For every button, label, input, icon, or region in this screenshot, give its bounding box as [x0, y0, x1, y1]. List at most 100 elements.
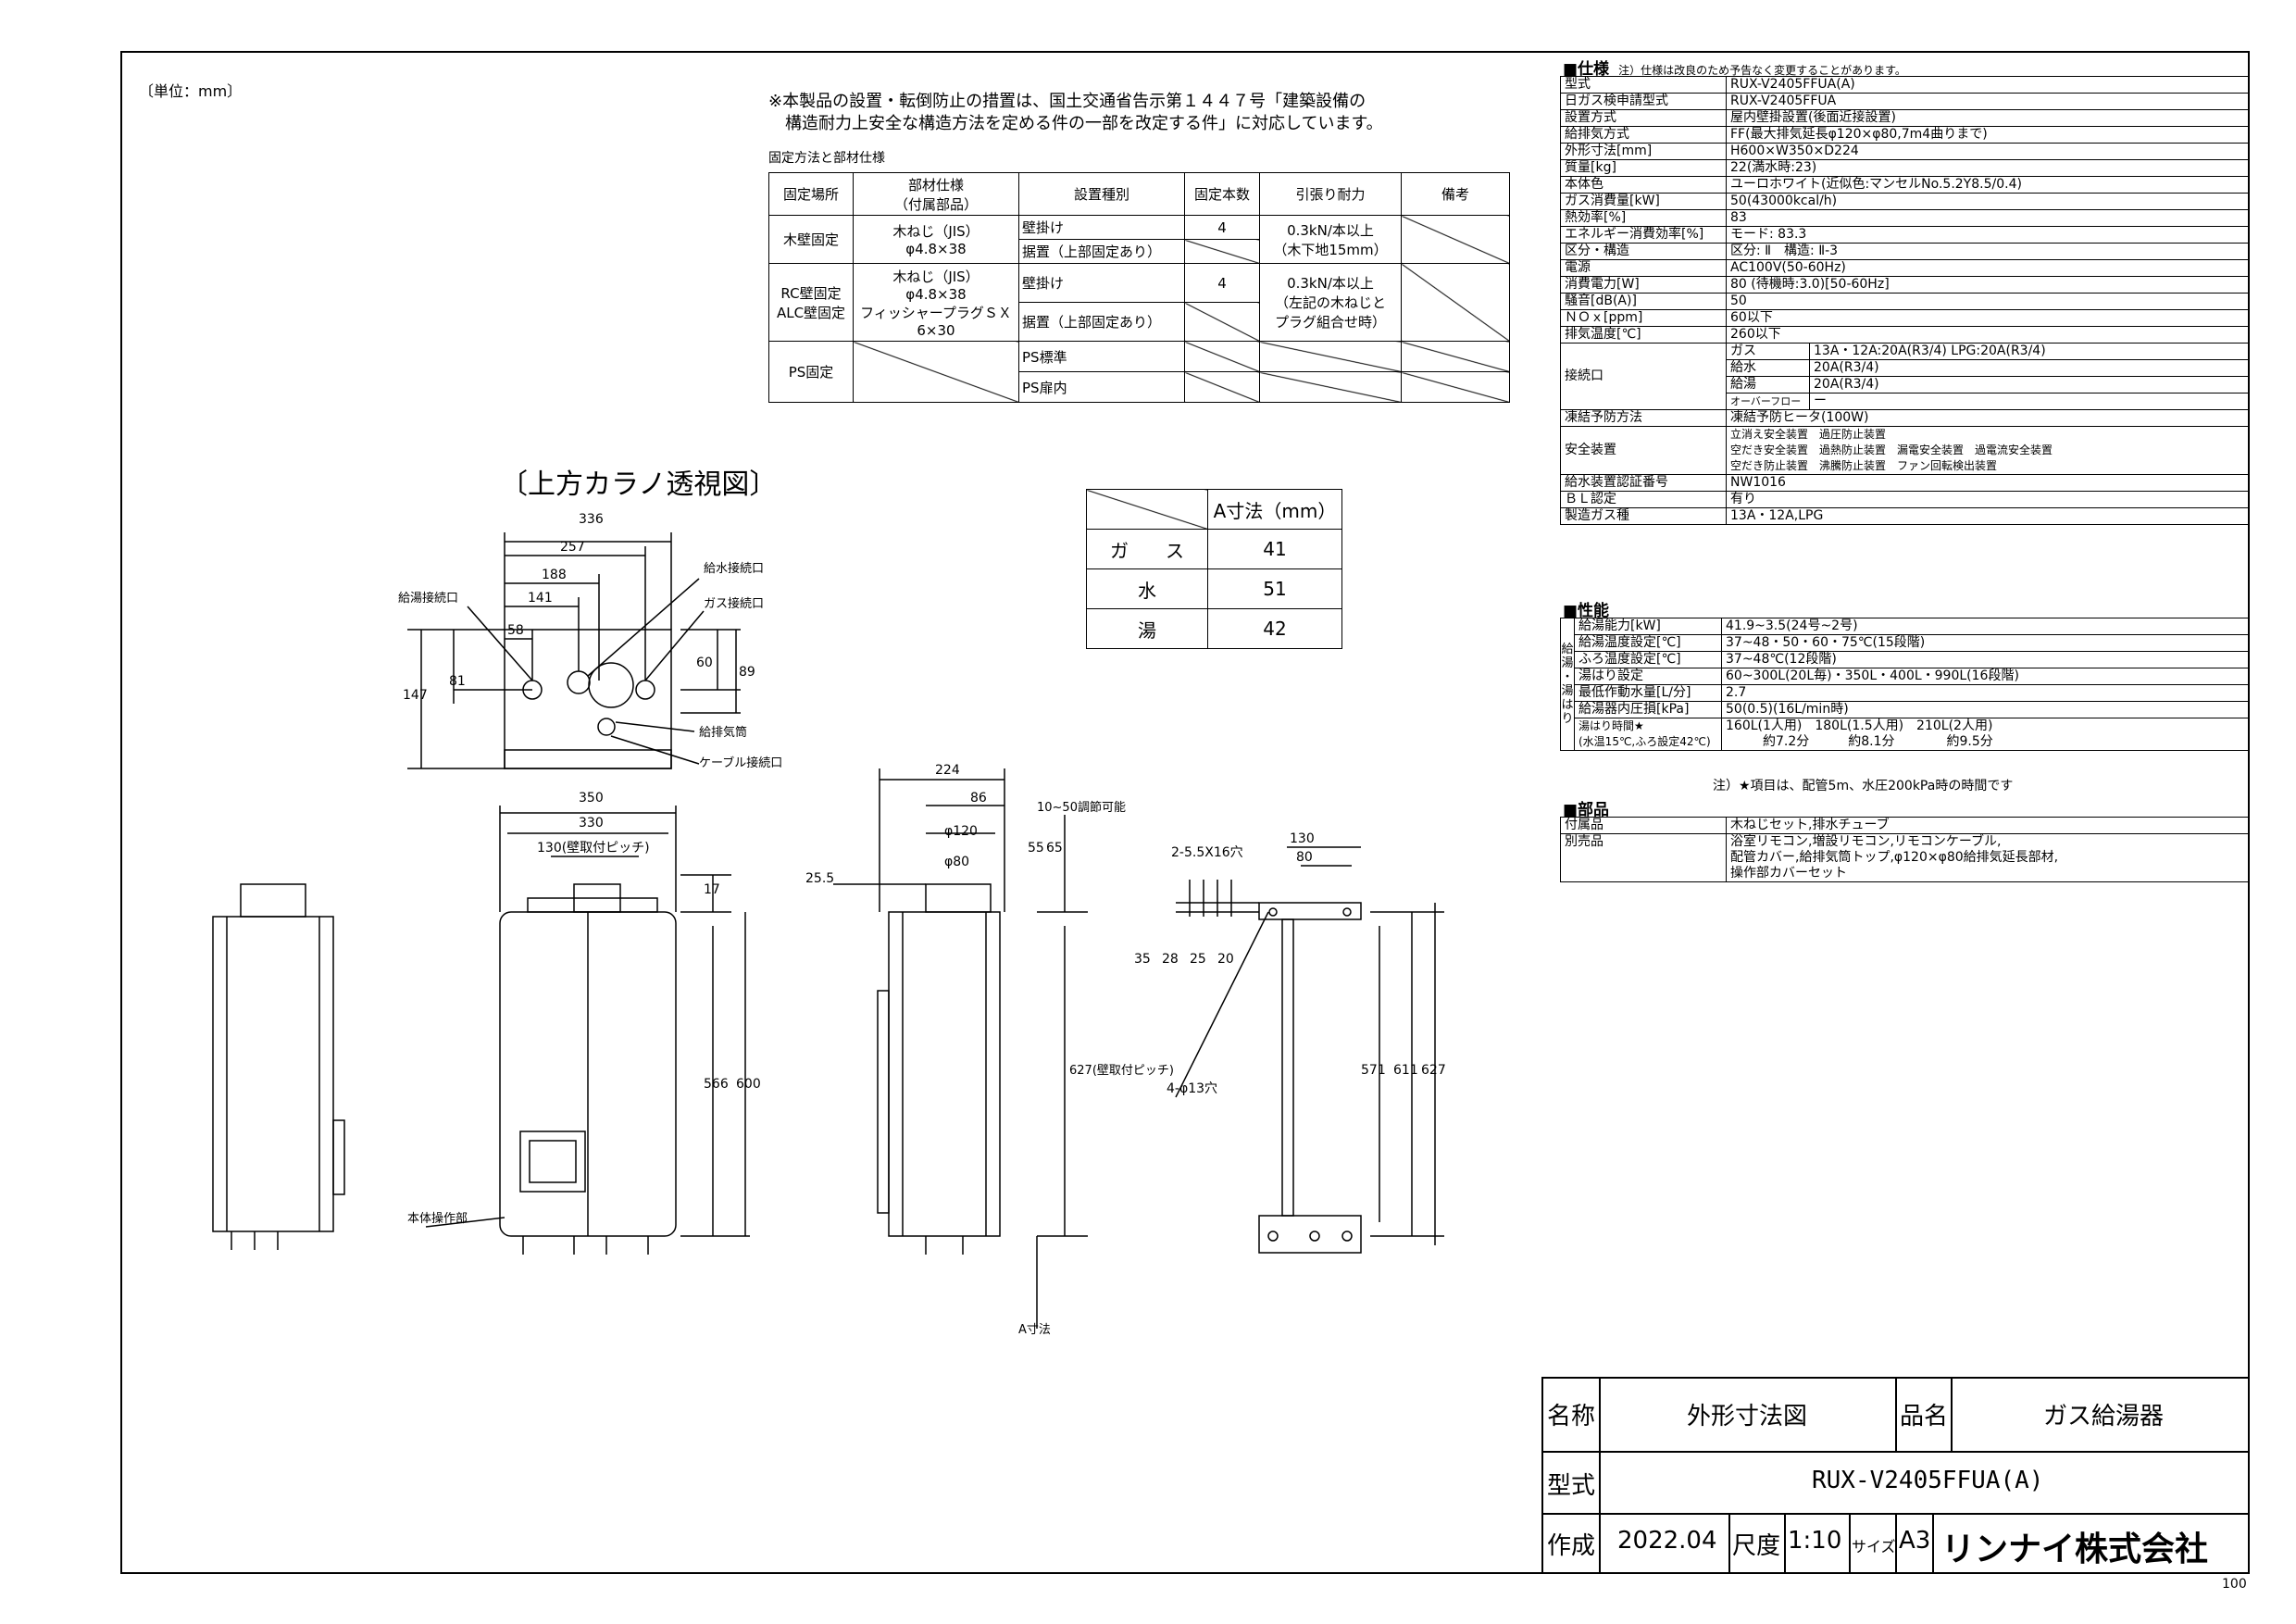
dim-89: 89	[739, 665, 755, 680]
spec-heading: ■仕様注）仕様は改良のため予告なく変更することがあります。	[1563, 60, 1906, 79]
spec-key: 安全装置	[1560, 426, 1727, 475]
fix-ps-part	[853, 341, 1019, 403]
fix-ps-loc: PS固定	[768, 341, 854, 403]
perf-value: 37~48℃(12段階)	[1721, 651, 2250, 668]
spec-safety-value: 立消え安全装置 過圧防止装置空だき安全装置 過熱防止装置 漏電安全装置 過電流安…	[1726, 426, 2250, 475]
label-control-panel: 本体操作部	[407, 1211, 468, 1226]
dim-330: 330	[579, 816, 604, 831]
fix-h-note: 備考	[1401, 172, 1510, 216]
spec-key: 消費電力[W]	[1560, 276, 1727, 294]
spec-key: 電源	[1560, 259, 1727, 277]
spec-key: 型式	[1560, 76, 1727, 94]
perf-key: 給湯器内圧損[kPa]	[1574, 701, 1722, 718]
perf-value: 41.9~3.5(24号~2号)	[1721, 618, 2250, 635]
spec-conn-key: 給水	[1728, 360, 1810, 376]
bracket-view	[1175, 846, 1444, 1254]
dim-611: 611	[1393, 1063, 1418, 1078]
dim-phi80: φ80	[944, 855, 969, 869]
spec-row: 凍結予防方法凍結予防ヒータ(100W)	[1560, 409, 2250, 427]
parts-opt-key: 別売品	[1560, 833, 1727, 882]
spec-key: 熱効率[%]	[1560, 209, 1727, 227]
parts-opt-value: 浴室リモコン,増設リモコン,リモコンケーブル, 配管カバー,給排気筒トップ,φ1…	[1726, 833, 2250, 882]
label-gas-inlet: ガス接続口	[704, 596, 764, 611]
spec-value: 60以下	[1726, 309, 2250, 327]
spec-key: 本体色	[1560, 176, 1727, 194]
dim-350: 350	[579, 791, 604, 806]
spec-safety-row: 安全装置立消え安全装置 過圧防止装置空だき安全装置 過熱防止装置 漏電安全装置 …	[1560, 426, 2250, 475]
dim-571: 571	[1361, 1063, 1386, 1078]
fix-h-part: 部材仕様（付属部品）	[853, 172, 1019, 216]
tb-made-key: 作成	[1547, 1532, 1596, 1560]
spec-row: 排気温度[℃]260以下	[1560, 326, 2250, 344]
perf-key: 給湯能力[kW]	[1574, 618, 1722, 635]
fix-ps-s1	[1259, 341, 1402, 372]
label-exhaust: 給排気筒	[699, 725, 747, 740]
perf-row: ふろ温度設定[℃]37~48℃(12段階)	[1561, 651, 2250, 668]
tb-size-key: サイズ	[1852, 1538, 1896, 1555]
dim-141: 141	[528, 591, 553, 606]
dim-81: 81	[449, 674, 466, 689]
top-view	[407, 532, 741, 769]
dim-257: 257	[560, 540, 585, 555]
spec-row: 騒音[dB(A)]50	[1560, 293, 2250, 310]
spec-key: 外形寸法[mm]	[1560, 143, 1727, 160]
perf-row: 給湯器内圧損[kPa]50(0.5)(16L/min時)	[1561, 701, 2250, 718]
parts-heading: ■部品	[1563, 801, 1610, 819]
drawing-frame	[120, 51, 2250, 1574]
parts-table: 付属品 木ねじセット,排水チューブ 別売品 浴室リモコン,増設リモコン,リモコン…	[1560, 817, 2250, 882]
perf-fill-row: 湯はり時間★(水温15℃,ふろ設定42℃)160L(1人用) 180L(1.5人…	[1561, 718, 2250, 751]
perf-key: ふろ温度設定[℃]	[1574, 651, 1722, 668]
spec-value: RUX-V2405FFUA(A)	[1726, 76, 2250, 94]
perf-value: 2.7	[1721, 684, 2250, 702]
spec-key: 給排気方式	[1560, 126, 1727, 144]
spec-conn-label: 接続口	[1560, 343, 1727, 410]
dim-4-13-holes: 4-φ13穴	[1167, 1081, 1217, 1096]
tb-made-value: 2022.04	[1617, 1527, 1717, 1555]
dim-phi120: φ120	[944, 824, 978, 839]
label-water-inlet: 給水接続口	[704, 561, 764, 576]
spec-row: 外形寸法[mm]H600×W350×D224	[1560, 143, 2250, 160]
perf-footnote: 注）★項目は、配管5m、水圧200kPa時の時間です	[1713, 779, 2014, 793]
dim-25-5: 25.5	[805, 871, 834, 886]
dim-86: 86	[970, 791, 987, 806]
fix-h-count: 固定本数	[1184, 172, 1260, 216]
spec-value: 屋内壁掛設置(後面近接設置)	[1726, 109, 2250, 127]
spec-value: 22(満水時:23)	[1726, 159, 2250, 177]
spec-key: ＢＬ認定	[1560, 491, 1727, 508]
dim-17: 17	[704, 882, 720, 897]
label-hot-outlet: 給湯接続口	[398, 591, 458, 606]
unit-note: 〔単位：mm〕	[139, 82, 243, 100]
spec-conn-value: 20A(R3/4)	[1814, 377, 1879, 393]
spec-value: ユーロホワイト(近似色:マンセルNo.5.2Y8.5/0.4)	[1726, 176, 2250, 194]
fix-wood-type-2: 据置（上部固定あり）	[1018, 239, 1185, 264]
fix-wood-strength: 0.3kN/本以上（木下地15mm）	[1259, 215, 1402, 264]
fix-wood-note	[1401, 215, 1510, 264]
tb-size-value: A3	[1899, 1527, 1931, 1555]
spec-row: 消費電力[W]80 (待機時:3.0)[50-60Hz]	[1560, 276, 2250, 294]
fix-rc-count-empty	[1184, 302, 1260, 342]
dim-28: 28	[1162, 952, 1179, 967]
spec-key: ガス消費量[kW]	[1560, 193, 1727, 210]
tb-product-value: ガス給湯器	[2043, 1403, 2165, 1430]
perf-row: 給湯・湯はり給湯能力[kW]41.9~3.5(24号~2号)	[1560, 618, 2250, 751]
perf-key: 給湯温度設定[℃]	[1574, 634, 1722, 652]
fix-ps-c2	[1184, 371, 1260, 403]
dim-130-pitch: 130(壁取付ピッチ)	[537, 841, 650, 856]
spec-value: 凍結予防ヒータ(100W)	[1726, 409, 2250, 427]
perf-row: 最低作動水量[L/分]2.7	[1561, 684, 2250, 702]
label-cable: ケーブル接続口	[699, 756, 782, 770]
top-view-title: 〔上方カラノ透視図〕	[500, 468, 778, 501]
a-table-corner	[1086, 489, 1208, 530]
spec-value: 83	[1726, 209, 2250, 227]
perf-table: 給湯・湯はり給湯能力[kW]41.9~3.5(24号~2号)給湯温度設定[℃]3…	[1560, 618, 2250, 751]
spec-value: モード: 83.3	[1726, 226, 2250, 244]
spec-value: FF(最大排気延長φ120×φ80,7m4曲りまで)	[1726, 126, 2250, 144]
